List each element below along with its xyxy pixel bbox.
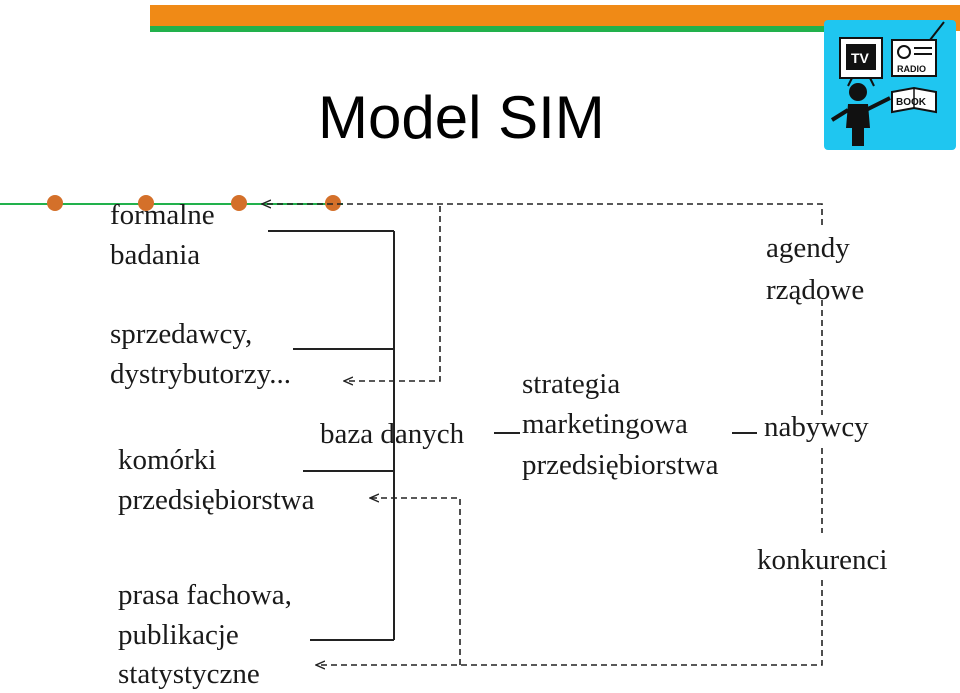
source-formalne-line1: formalne [110, 199, 215, 231]
bullet-dot [231, 195, 247, 211]
source-prasa-line3: statystyczne [118, 658, 260, 690]
target-nabywcy: nabywcy [764, 411, 869, 443]
source-connectors [268, 230, 757, 641]
bullet-dot [138, 195, 154, 211]
source-prasa-line1: prasa fachowa, [118, 579, 292, 611]
book-label: BOOK [896, 97, 927, 108]
page-title: Model SIM [318, 84, 605, 151]
feedback-komorki [370, 498, 461, 665]
radio-label: RADIO [897, 64, 926, 74]
target-agendy-line1: agendy [766, 232, 850, 264]
bullet-dot [325, 195, 341, 211]
source-formalne-line2: badania [110, 239, 201, 271]
source-prasa-line2: publikacje [118, 619, 239, 651]
feedback-sprzedawcy [344, 206, 441, 381]
feedback-formalne [262, 204, 823, 225]
top-green-bar [150, 26, 830, 32]
strategy-line1: strategia [522, 368, 621, 400]
database-label: baza danych [320, 418, 465, 450]
feedback-loops [262, 204, 823, 665]
bullet-dot [47, 195, 63, 211]
strategy-line2: marketingowa [522, 408, 688, 440]
tv-label: TV [851, 50, 870, 66]
strategy-line3: przedsiębiorstwa [522, 449, 719, 481]
source-komorki-line1: komórki [118, 444, 217, 476]
teacher-presenting-media-icon: TV RADIO BOOK [824, 20, 956, 150]
feedback-prasa [316, 300, 823, 665]
target-agendy-line2: rządowe [766, 274, 865, 306]
source-komorki-line2: przedsiębiorstwa [118, 484, 315, 516]
source-sprzedawcy-line2: dystrybutorzy... [110, 358, 291, 390]
bullet-dots [47, 195, 341, 211]
target-konkurenci: konkurenci [757, 544, 888, 576]
source-sprzedawcy-line1: sprzedawcy, [110, 318, 253, 350]
